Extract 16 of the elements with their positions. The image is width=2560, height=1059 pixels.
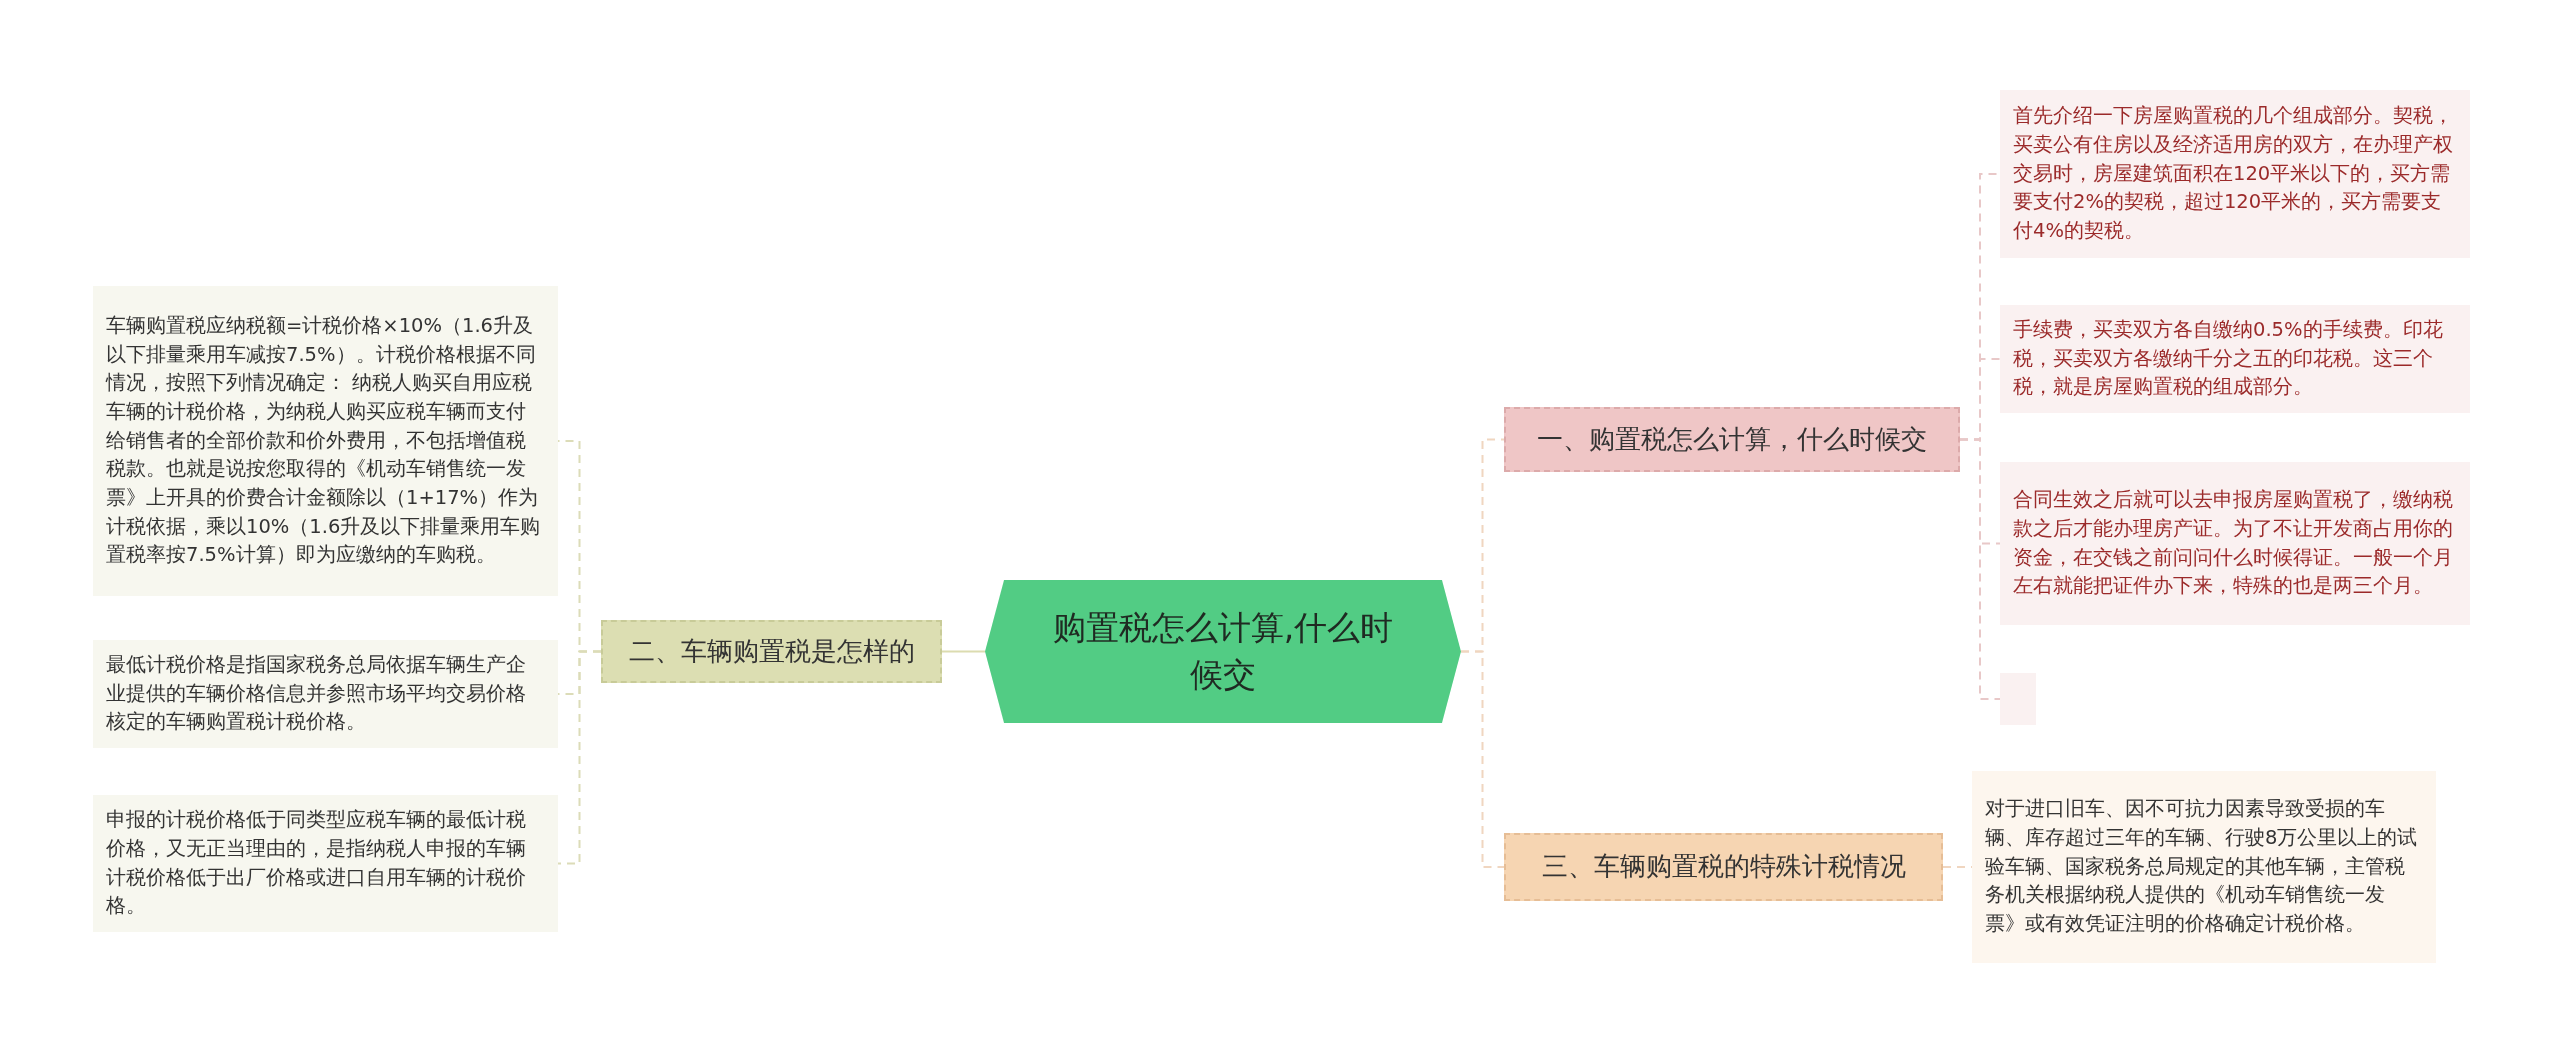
note-card: 申报的计税价格低于同类型应税车辆的最低计税价格，又无正当理由的，是指纳税人申报的车辆计税价格低于出厂价格或进口自用车辆的计税价格。 bbox=[93, 795, 558, 932]
branch-topic: 二、车辆购置税是怎样的 bbox=[601, 620, 942, 683]
empty-note-box bbox=[2000, 673, 2036, 725]
note-card: 合同生效之后就可以去申报房屋购置税了，缴纳税款之后才能办理房产证。为了不让开发商占用你的资金，在交钱之前问问什么时候得证。一般一个月左右就能把证件办下来，特殊的也是两三个月。 bbox=[2000, 462, 2470, 625]
connector-line bbox=[557, 650, 602, 865]
note-card: 对于进口旧车、因不可抗力因素导致受损的车辆、库存超过三年的车辆、行驶8万公里以上的试验车辆、国家税务总局规定的其他车辆，主管税务机关根据纳税人提供的《机动车销售统一发票》或有效凭证注明的价格确定计税价格。 bbox=[1972, 771, 2436, 963]
central-topic-text: 购置税怎么计算,什么时候交 bbox=[1051, 607, 1395, 696]
connector-line bbox=[1460, 650, 1505, 868]
note-card: 最低计税价格是指国家税务总局依据车辆生产企业提供的车辆价格信息并参照市场平均交易价格核定的车辆购置税计税价格。 bbox=[93, 640, 558, 748]
branch-topic: 三、车辆购置税的特殊计税情况 bbox=[1504, 833, 1943, 901]
branch-topic: 一、购置税怎么计算，什么时候交 bbox=[1504, 407, 1960, 472]
note-card: 车辆购置税应纳税额=计税价格×10%（1.6升及以下排量乘用车减按7.5%）。计税价格根据不同情况，按照下列情况确定： 纳税人购买自用应税车辆的计税价格，为纳税人购买应税车辆而支付给销售者的全部价款和价外费用，不包括增值税税款。也就是说按您取得的《机动车销售统一发票》上开具的价费合计金额除以（1+17%）作为计税依据，乘以10%（1.6升及以下排量乘用车购置税率按7.5%计算）即为应缴纳的车购税。 bbox=[93, 286, 558, 596]
connector-line bbox=[941, 650, 986, 653]
note-card: 手续费，买卖双方各自缴纳0.5%的手续费。印花税，买卖双方各缴纳千分之五的印花税。这三个税，就是房屋购置税的组成部分。 bbox=[2000, 305, 2470, 413]
note-card: 首先介绍一下房屋购置税的几个组成部分。契税，买卖公有住房以及经济适用房的双方，在办理产权交易时，房屋建筑面积在120平米以下的，买方需要支付2%的契税，超过120平米的，买方需要支付4%的契税。 bbox=[2000, 90, 2470, 258]
connector-line bbox=[1959, 438, 2001, 700]
